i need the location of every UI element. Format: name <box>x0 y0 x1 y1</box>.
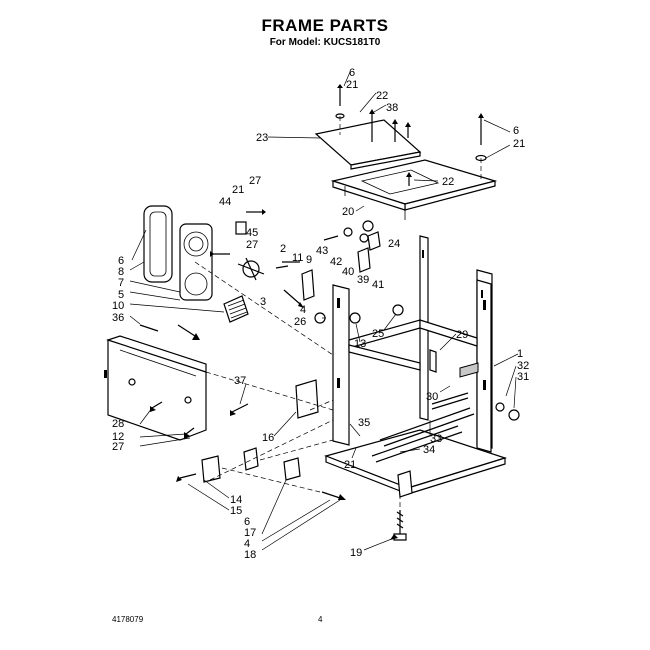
callout-26: 26 <box>294 316 306 328</box>
callout-27: 27 <box>112 441 124 453</box>
callout-23: 23 <box>256 132 268 144</box>
callout-4: 4 <box>300 304 306 316</box>
callout-21: 21 <box>232 184 244 196</box>
callout-27: 27 <box>246 239 258 251</box>
model-subtitle: For Model: KUCS181T0 <box>269 37 381 48</box>
alignment-lines <box>194 116 482 510</box>
callout-13: 13 <box>354 338 366 350</box>
callout-30: 30 <box>426 391 438 403</box>
callout-45: 45 <box>246 227 258 239</box>
leader-lines <box>129 71 519 551</box>
hinge-brackets <box>282 220 520 421</box>
callout-labels: 6 21 22 38 23 6 21 22 20 21 27 44 45 27 … <box>112 67 529 561</box>
page-number: 4 <box>318 615 323 624</box>
callout-22: 22 <box>376 90 388 102</box>
callout-37: 37 <box>234 375 246 387</box>
callout-42: 42 <box>330 256 342 268</box>
callout-21: 21 <box>513 138 525 150</box>
filter-grille <box>223 295 249 323</box>
callout-28: 28 <box>112 418 124 430</box>
callout-25: 25 <box>372 328 384 340</box>
callout-24: 24 <box>388 238 400 250</box>
top-frame <box>330 159 498 220</box>
callout-6: 6 <box>349 67 355 79</box>
callout-9: 9 <box>306 254 312 266</box>
callout-32: 32 <box>517 360 529 372</box>
callout-10: 10 <box>112 300 124 312</box>
callout-1: 1 <box>517 348 523 360</box>
callout-35: 35 <box>358 417 370 429</box>
callout-16: 16 <box>262 432 274 444</box>
callout-7: 7 <box>118 277 124 289</box>
callout-5: 5 <box>118 289 124 301</box>
callout-43: 43 <box>316 245 328 257</box>
callout-6: 6 <box>244 516 250 528</box>
callout-21: 21 <box>344 459 356 471</box>
callout-6: 6 <box>118 255 124 267</box>
callout-44: 44 <box>219 196 231 208</box>
callout-33: 33 <box>430 433 442 445</box>
callout-14: 14 <box>230 494 242 506</box>
callout-11: 11 <box>292 252 303 264</box>
callout-27: 27 <box>249 175 261 187</box>
top-cover-plate <box>314 119 422 170</box>
callout-22: 22 <box>442 176 454 188</box>
callout-40: 40 <box>342 266 354 278</box>
control-panel <box>104 324 207 441</box>
document-part-number: 4178079 <box>112 615 144 624</box>
callout-18: 18 <box>244 549 256 561</box>
callout-4: 4 <box>244 538 250 550</box>
callout-21: 21 <box>346 79 358 91</box>
door-liner <box>179 223 213 301</box>
callout-6: 6 <box>513 125 519 137</box>
callout-3: 3 <box>260 296 266 308</box>
callout-41: 41 <box>372 279 384 291</box>
callout-15: 15 <box>230 505 242 517</box>
callout-39: 39 <box>357 274 369 286</box>
hinge-assembly <box>210 209 304 308</box>
cabinet-frame <box>324 235 507 495</box>
callout-8: 8 <box>118 266 124 278</box>
callout-17: 17 <box>244 527 256 539</box>
callout-2: 2 <box>280 243 286 255</box>
door-gasket <box>143 205 173 283</box>
callout-19: 19 <box>350 547 362 559</box>
callout-12: 12 <box>112 431 124 443</box>
callout-31: 31 <box>517 371 529 383</box>
callout-29: 29 <box>456 329 468 341</box>
callout-38: 38 <box>386 102 398 114</box>
lower-parts <box>176 379 413 541</box>
page-title: FRAME PARTS <box>261 16 389 35</box>
callout-36: 36 <box>112 312 124 324</box>
callout-34: 34 <box>423 444 435 456</box>
callout-20: 20 <box>342 206 354 218</box>
